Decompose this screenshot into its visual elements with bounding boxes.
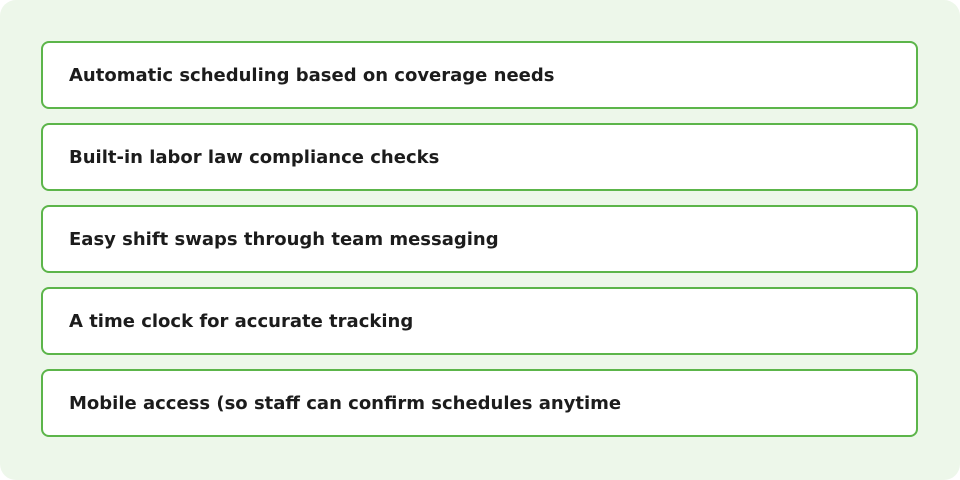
feature-item-label: A time clock for accurate tracking [69, 310, 414, 332]
feature-list: Automatic scheduling based on coverage n… [41, 41, 918, 437]
feature-item-compliance-checks: Built-in labor law compliance checks [41, 123, 918, 191]
feature-item-mobile-access: Mobile access (so staff can confirm sche… [41, 369, 918, 437]
feature-item-label: Automatic scheduling based on coverage n… [69, 64, 555, 86]
feature-item-label: Mobile access (so staff can confirm sche… [69, 392, 622, 414]
feature-item-shift-swaps: Easy shift swaps through team messaging [41, 205, 918, 273]
feature-item-label: Built-in labor law compliance checks [69, 146, 440, 168]
feature-item-label: Easy shift swaps through team messaging [69, 228, 499, 250]
feature-item-automatic-scheduling: Automatic scheduling based on coverage n… [41, 41, 918, 109]
feature-item-time-clock: A time clock for accurate tracking [41, 287, 918, 355]
